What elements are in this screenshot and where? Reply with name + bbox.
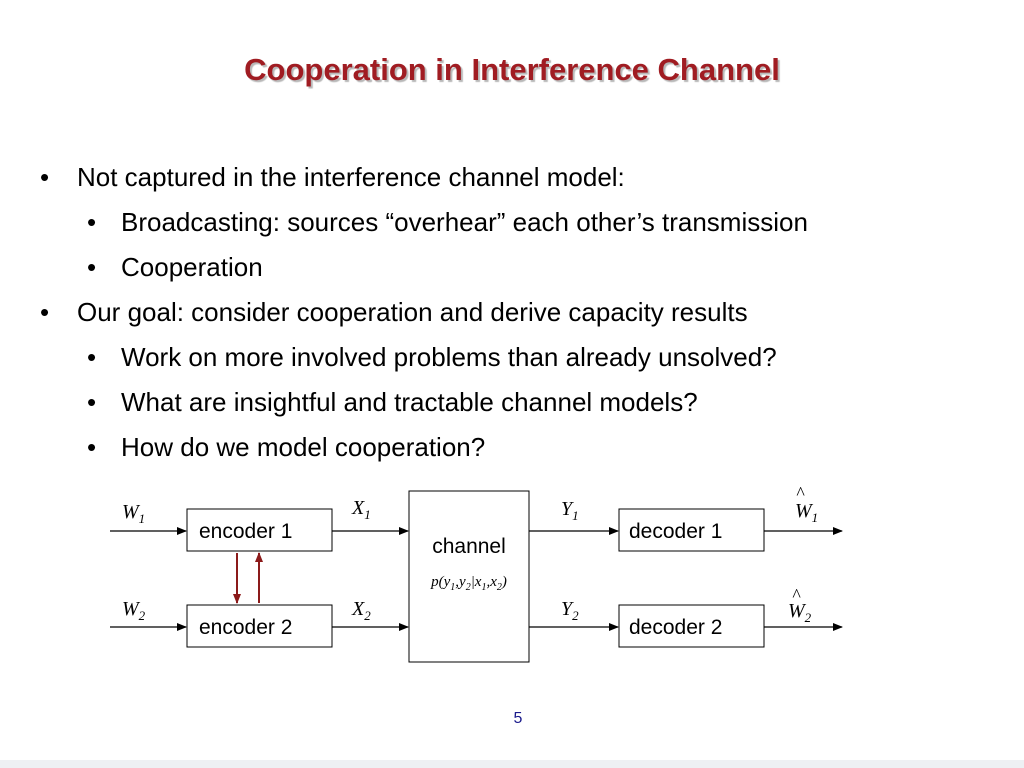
bullet-dot: • — [87, 207, 97, 237]
bullet-item: • Our goal: consider cooperation and der… — [40, 296, 748, 328]
decoder-1-label: decoder 1 — [629, 520, 722, 543]
decoder-1-box — [618, 508, 765, 552]
sub-bullet-item: • How do we model cooperation? — [87, 431, 486, 463]
sub-bullet-item: • Cooperation — [87, 251, 263, 283]
encoder-2-label: encoder 2 — [199, 616, 292, 639]
sub-bullet-text: How do we model cooperation? — [121, 432, 486, 462]
bullet-dot: • — [87, 432, 97, 462]
bullet-dot: • — [40, 162, 50, 192]
bullet-text: Our goal: consider cooperation and deriv… — [77, 297, 748, 327]
w2-hat-label: W2 — [788, 600, 812, 625]
decoder-2-label: decoder 2 — [629, 616, 722, 639]
sub-bullet-item: • Broadcasting: sources “overhear” each … — [87, 206, 808, 238]
encoder-2-box — [186, 604, 333, 648]
x2-label: X2 — [351, 598, 371, 623]
sub-bullet-text: Work on more involved problems than alre… — [121, 342, 777, 372]
sub-bullet-item: • What are insightful and tractable chan… — [87, 386, 698, 418]
bullet-text: Not captured in the interference channel… — [77, 162, 625, 192]
w2-label: W2 — [122, 598, 146, 623]
y1-label: Y1 — [561, 498, 579, 523]
bullet-dot: • — [87, 252, 97, 282]
channel-transition-probability: p(y1,y2|x1,x2) — [430, 574, 507, 593]
encoder-1-label: encoder 1 — [199, 520, 292, 543]
sub-bullet-text: What are insightful and tractable channe… — [121, 387, 698, 417]
w2-hat-caret: ^ — [792, 585, 801, 605]
x1-label: X1 — [351, 497, 371, 522]
decoder-2-box — [618, 604, 765, 648]
sub-bullet-text: Broadcasting: sources “overhear” each ot… — [121, 207, 808, 237]
bullet-item: • Not captured in the interference chann… — [40, 161, 625, 193]
bullet-dot: • — [87, 342, 97, 372]
channel-box — [408, 490, 530, 663]
bullet-list: • Not captured in the interference chann… — [40, 161, 808, 463]
w1-label: W1 — [122, 501, 145, 526]
w1-hat-caret: ^ — [796, 483, 805, 503]
bullet-dot: • — [87, 387, 97, 417]
y2-label: Y2 — [561, 598, 579, 623]
slide-title: Cooperation in Interference Channel — [244, 52, 780, 87]
bullet-dot: • — [40, 297, 50, 327]
w1-hat-label: W1 — [795, 500, 818, 525]
footer-bar — [0, 760, 1024, 768]
encoder-1-box — [186, 508, 333, 552]
sub-bullet-item: • Work on more involved problems than al… — [87, 341, 777, 373]
page-number: 5 — [513, 710, 523, 727]
sub-bullet-text: Cooperation — [121, 252, 263, 282]
channel-label: channel — [432, 535, 506, 558]
